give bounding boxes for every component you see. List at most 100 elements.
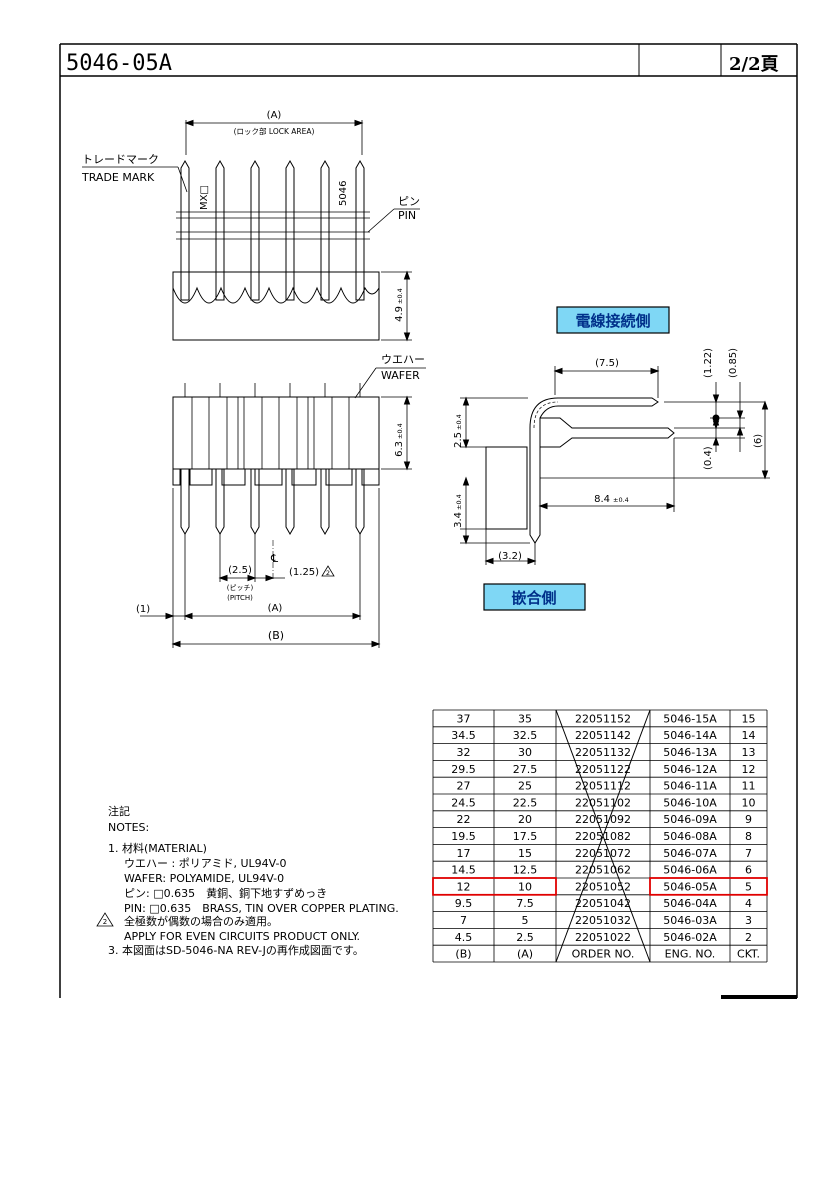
top-height-dim: 4.9 bbox=[394, 306, 405, 322]
table-cell: 25 bbox=[518, 780, 532, 793]
offset-dim: (1.25) bbox=[289, 567, 319, 578]
table-cell: 15 bbox=[518, 847, 532, 860]
table-cell: 20 bbox=[518, 813, 532, 826]
part-number-title: 5046-05A bbox=[66, 51, 172, 76]
side-dim-6: (6) bbox=[753, 434, 764, 448]
trade-mark-label-en: TRADE MARK bbox=[81, 171, 155, 184]
table-cell: 5046-10A bbox=[663, 796, 717, 809]
top-dim-a: (A) bbox=[267, 110, 282, 121]
front-dim-b: (B) bbox=[268, 629, 284, 642]
table-cell: 14.5 bbox=[451, 864, 476, 877]
mating-side-label-box bbox=[483, 583, 586, 611]
table-cell: 22051152 bbox=[575, 712, 631, 725]
side-dim-7-5: (7.5) bbox=[595, 358, 619, 369]
order-no-cross-out bbox=[555, 709, 651, 963]
mating-side-label: 嵌合側 bbox=[511, 589, 556, 607]
table-header-cell: ORDER NO. bbox=[572, 948, 635, 961]
table-header-cell: (B) bbox=[455, 948, 471, 961]
table-cell: 22.5 bbox=[513, 796, 538, 809]
side-dim-2-5: 2.5 bbox=[453, 432, 464, 448]
pitch-label-jp: (ピッチ) bbox=[227, 584, 254, 592]
table-cell: 5046-08A bbox=[663, 830, 717, 843]
table-cell: 17.5 bbox=[513, 830, 538, 843]
side-dim-2-5-tol: ±0.4 bbox=[455, 414, 463, 430]
table-cell: 32 bbox=[457, 746, 471, 759]
note-2-mark: 2 bbox=[103, 918, 107, 926]
mx-marking: MX□ bbox=[199, 185, 210, 210]
table-cell: 11 bbox=[742, 780, 756, 793]
table-cell: 12 bbox=[742, 763, 756, 776]
table-cell: 14 bbox=[742, 729, 756, 742]
table-cell: 22051122 bbox=[575, 763, 631, 776]
table-cell: 22051032 bbox=[575, 914, 631, 927]
notes-title-en: NOTES: bbox=[108, 821, 149, 834]
table-cell: 22 bbox=[457, 813, 471, 826]
note-2-mark-front: 2 bbox=[326, 569, 330, 577]
table-cell: 5046-03A bbox=[663, 914, 717, 927]
page-number: 2/2頁 bbox=[729, 54, 779, 75]
side-dim-3-4-tol: ±0.4 bbox=[455, 494, 463, 510]
table-cell: 13 bbox=[742, 746, 756, 759]
side-dim-8-4: 8.4 bbox=[594, 494, 610, 505]
table-cell: 27.5 bbox=[513, 763, 538, 776]
note-line: APPLY FOR EVEN CIRCUITS PRODUCT ONLY. bbox=[124, 930, 360, 943]
pitch-dim: (2.5) bbox=[228, 565, 252, 576]
pin-label-jp: ピン bbox=[398, 195, 420, 208]
table-cell: 22051022 bbox=[575, 931, 631, 944]
table-cell: 17 bbox=[457, 847, 471, 860]
table-cell: 9.5 bbox=[455, 897, 473, 910]
note-line: ウエハー : ポリアミド, UL94V-0 bbox=[124, 857, 287, 870]
note-line: 3. 本図面はSD-5046-NA REV-Jの再作成図面です。 bbox=[108, 943, 364, 957]
table-header-cell: (A) bbox=[517, 948, 533, 961]
table-cell: 22051042 bbox=[575, 897, 631, 910]
wire-side-label-box bbox=[556, 306, 670, 334]
side-dim-1-22: (1.22) bbox=[703, 348, 714, 378]
table-cell: 37 bbox=[457, 712, 471, 725]
table-cell: 22051052 bbox=[575, 880, 631, 893]
note-line: PIN: □0.635 BRASS, TIN OVER COPPER PLATI… bbox=[124, 902, 399, 915]
table-cell: 4 bbox=[745, 897, 752, 910]
highlight-box bbox=[432, 877, 557, 896]
part-marking: 5046 bbox=[338, 181, 349, 206]
front-view bbox=[140, 367, 426, 648]
table-cell: 5046-14A bbox=[663, 729, 717, 742]
wire-side-label: 電線接続側 bbox=[575, 312, 650, 330]
wafer-label-jp: ウエハー bbox=[381, 353, 425, 366]
table-cell: 29.5 bbox=[451, 763, 476, 776]
lock-area-label: (ロック部 LOCK AREA) bbox=[234, 126, 315, 136]
highlight-box bbox=[649, 877, 768, 896]
table-cell: 5046-09A bbox=[663, 813, 717, 826]
table-cell: 2 bbox=[745, 931, 752, 944]
table-cell: 22051072 bbox=[575, 847, 631, 860]
table-cell: 12 bbox=[457, 880, 471, 893]
table-cell: 7 bbox=[745, 847, 752, 860]
note-line: 1. 材料(MATERIAL) bbox=[108, 841, 207, 855]
note-line: 全極数が偶数の場合のみ適用。 bbox=[124, 914, 278, 928]
table-cell: 5046-12A bbox=[663, 763, 717, 776]
table-cell: 8 bbox=[745, 830, 752, 843]
table-cell: 4.5 bbox=[455, 931, 473, 944]
table-cell: 10 bbox=[742, 796, 756, 809]
front-height-dim: 6.3 bbox=[394, 441, 405, 457]
table-cell: 24.5 bbox=[451, 796, 476, 809]
table-header-cell: CKT. bbox=[737, 948, 760, 961]
table-cell: 5046-13A bbox=[663, 746, 717, 759]
highlight-row-boxes bbox=[432, 877, 768, 896]
pin-label-en: PIN bbox=[398, 209, 416, 222]
table-cell: 5046-11A bbox=[663, 780, 717, 793]
notes-block: 注記 NOTES: 1. 材料(MATERIAL) ウエハー : ポリアミド, … bbox=[96, 804, 399, 957]
table-cell: 27 bbox=[457, 780, 471, 793]
table-cell: 5 bbox=[745, 880, 752, 893]
table-cell: 10 bbox=[518, 880, 532, 893]
sheet-frame bbox=[59, 43, 798, 999]
table-cell: 22051112 bbox=[575, 780, 631, 793]
table-cell: 7 bbox=[460, 914, 467, 927]
table-cell: 5046-05A bbox=[663, 880, 717, 893]
table-cell: 22051092 bbox=[575, 813, 631, 826]
centerline-mark: ℄ bbox=[270, 552, 278, 565]
table-cell: 35 bbox=[518, 712, 532, 725]
table-cell: 6 bbox=[745, 864, 752, 877]
top-view bbox=[82, 119, 420, 342]
